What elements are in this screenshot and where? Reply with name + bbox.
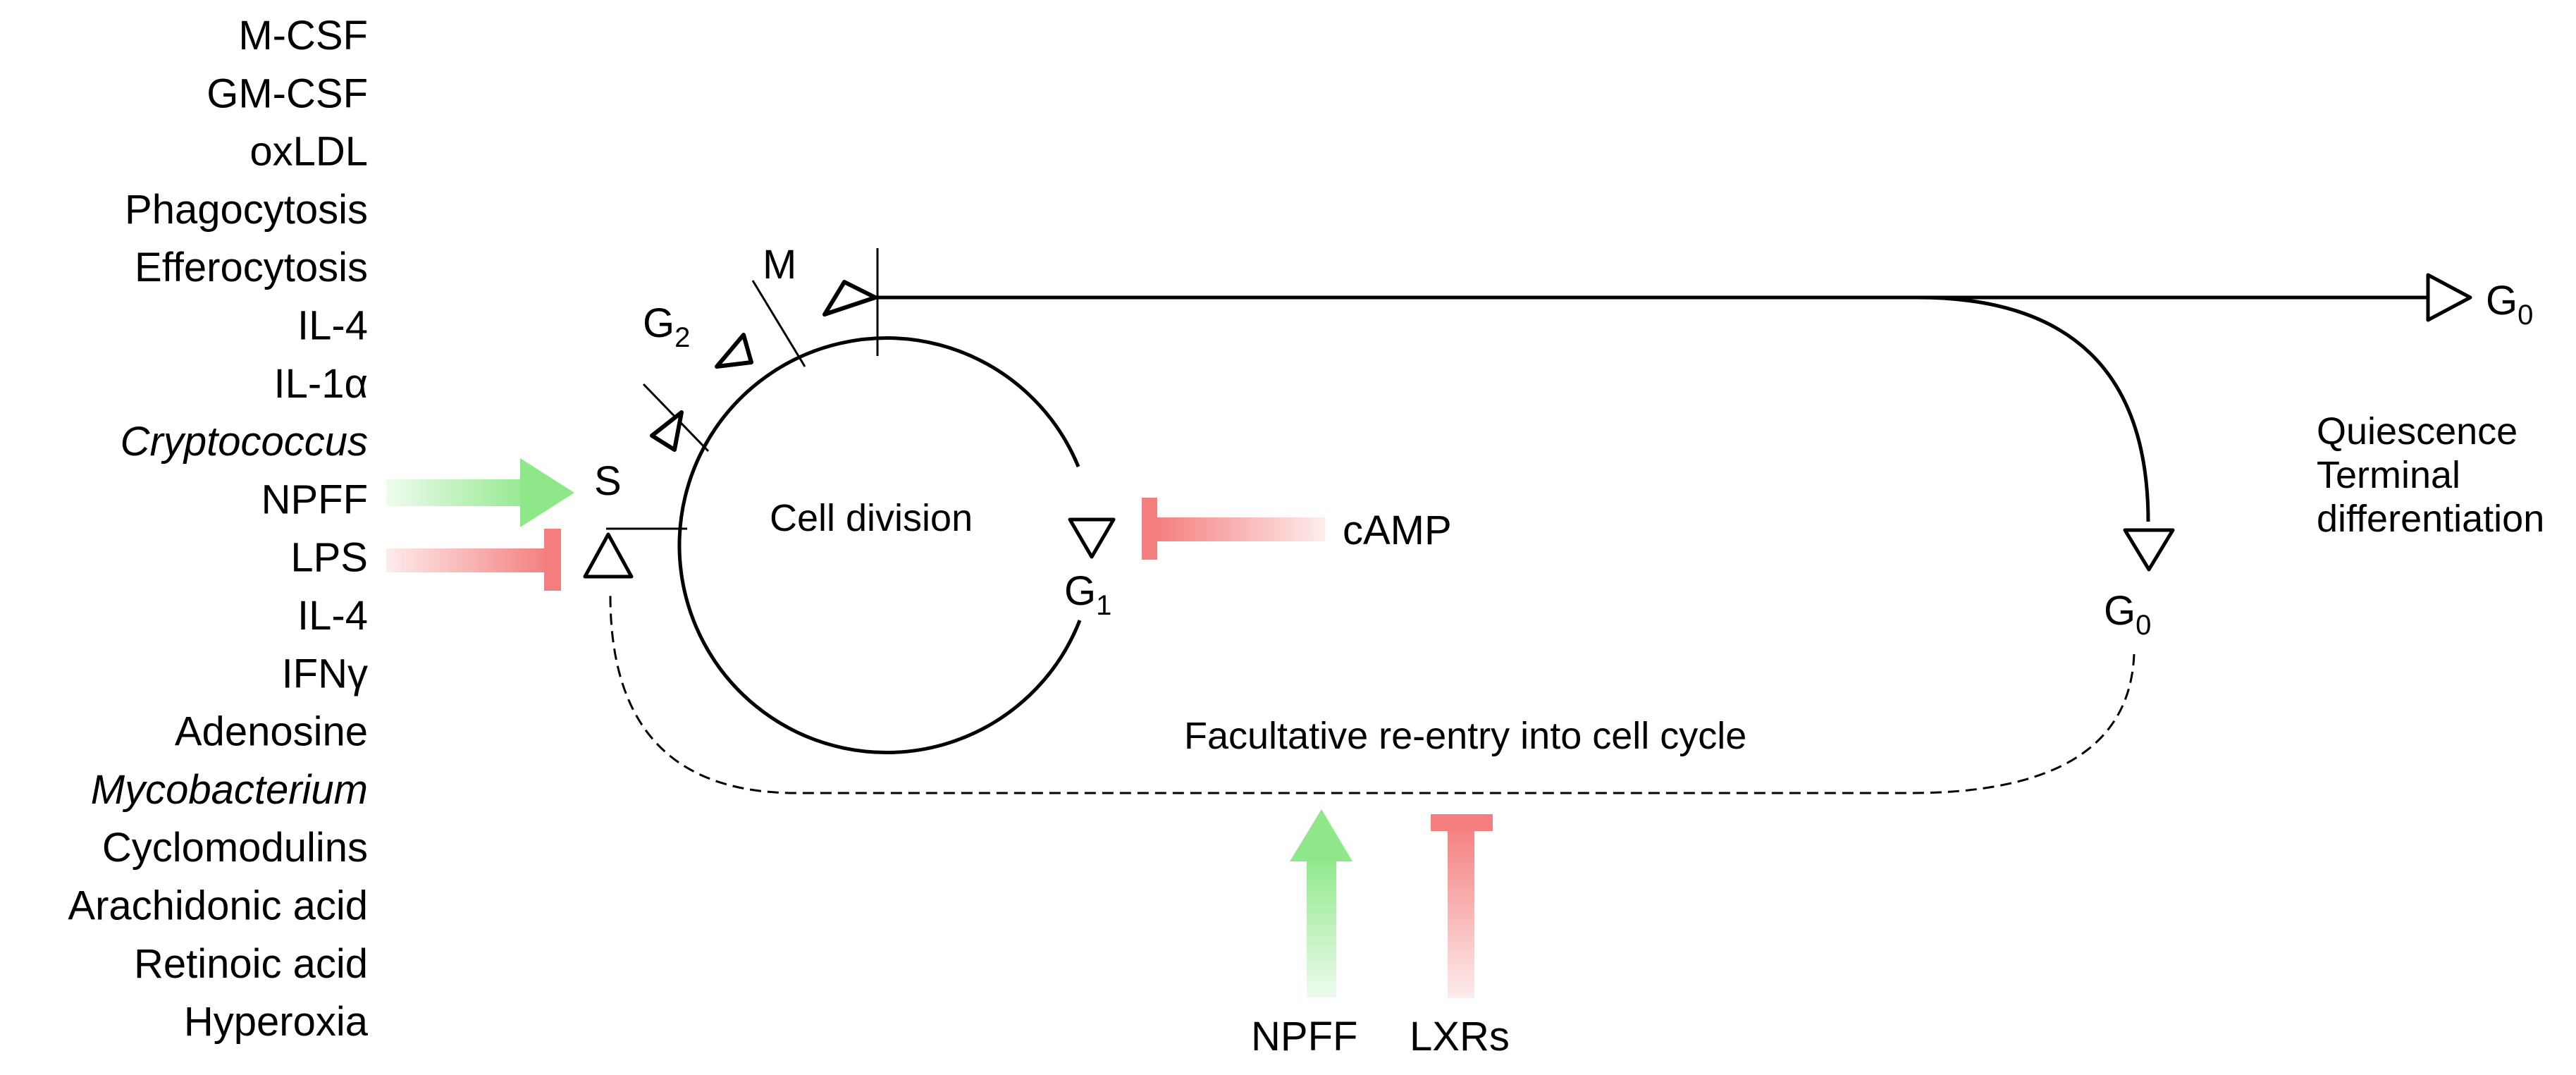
s-entry-arrowhead: [583, 532, 634, 579]
g0-right-subscript: 0: [2518, 300, 2533, 331]
g1-phase-arrowhead: [1068, 517, 1116, 559]
factor-item: Efferocytosis: [135, 245, 368, 290]
factor-item: Cyclomodulins: [102, 825, 368, 871]
lps-inhibition-bar: [386, 529, 561, 591]
g2-phase-label: G2: [643, 300, 690, 353]
g0-branch-subscript: 0: [2136, 610, 2151, 641]
m-phase-label: M: [763, 242, 796, 288]
reentry-label: Facultative re-entry into cell cycle: [1184, 715, 1746, 757]
factor-item: LPS: [290, 535, 368, 581]
g1-phase-label: G1: [1064, 568, 1111, 621]
g0-branch-curve: [1916, 295, 2150, 522]
g1-subscript: 1: [1096, 590, 1111, 621]
g0-right-letter: G: [2486, 278, 2518, 324]
lxrs-reentry-inhibition: [1431, 814, 1493, 998]
g0-branch-label: G0: [2104, 588, 2151, 641]
differentiation-label: differentiation: [2317, 498, 2544, 540]
cell-division-label: Cell division: [770, 497, 973, 539]
factor-item: Arachidonic acid: [68, 883, 368, 929]
g2-phase-arrowhead: [715, 333, 753, 369]
s-phase-arrowhead: [650, 410, 684, 452]
camp-label: cAMP: [1343, 508, 1452, 553]
factor-item: Adenosine: [175, 709, 368, 755]
g1-letter: G: [1064, 568, 1096, 614]
factor-item: Mycobacterium: [91, 767, 368, 813]
terminal-label: Terminal: [2317, 454, 2460, 496]
g0-right-arrowhead: [2426, 273, 2472, 322]
g0-branch-letter: G: [2104, 588, 2136, 634]
g0-branch-arrowhead: [2123, 528, 2175, 572]
factor-item: IFNγ: [282, 651, 368, 696]
factor-list: M-CSF GM-CSF oxLDL PhagocytosisEfferocytosi…: [68, 13, 368, 1045]
cell-cycle-circle: [677, 336, 1082, 754]
factor-item: NPFF: [261, 477, 368, 522]
factor-item: oxLDL: [249, 129, 368, 175]
npff-reentry-arrow: [1290, 809, 1352, 997]
npff-activation-arrow: [386, 458, 574, 527]
factor-item: Hyperoxia: [184, 999, 369, 1045]
s-phase-label: S: [594, 458, 622, 504]
factor-item: IL-4: [297, 303, 368, 349]
g0-quiescence-label: G0: [2486, 278, 2533, 331]
m-phase-arrowhead: [822, 280, 877, 317]
factor-item: Phagocytosis: [125, 187, 368, 233]
camp-inhibition-bar: [1142, 498, 1325, 560]
reentry-dashed-path: [609, 595, 2136, 794]
quiescence-label: Quiescence: [2317, 410, 2518, 453]
g2-letter: G: [643, 300, 674, 346]
lxrs-label: LXRs: [1410, 1014, 1510, 1059]
factor-item: M-CSF: [238, 13, 368, 59]
factor-item: Cryptococcus: [121, 419, 368, 465]
factor-item: IL-1α: [274, 361, 368, 407]
factor-item: Retinoic acid: [134, 941, 368, 987]
npff-bottom-label: NPFF: [1251, 1014, 1357, 1059]
factor-item: GM-CSF: [207, 70, 368, 116]
g2-subscript: 2: [674, 322, 690, 353]
factor-item: IL-4: [297, 593, 368, 639]
m-phase-boundary: [751, 280, 806, 367]
